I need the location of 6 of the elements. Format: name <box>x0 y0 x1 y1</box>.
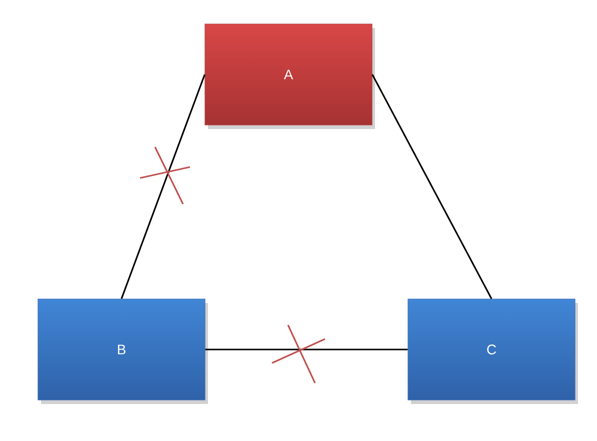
process-box: B <box>38 298 206 400</box>
connector-line <box>205 348 408 350</box>
process-box: A <box>204 24 372 126</box>
process-box: C <box>408 298 576 400</box>
connector-line <box>372 74 492 300</box>
connector-line <box>120 74 206 299</box>
